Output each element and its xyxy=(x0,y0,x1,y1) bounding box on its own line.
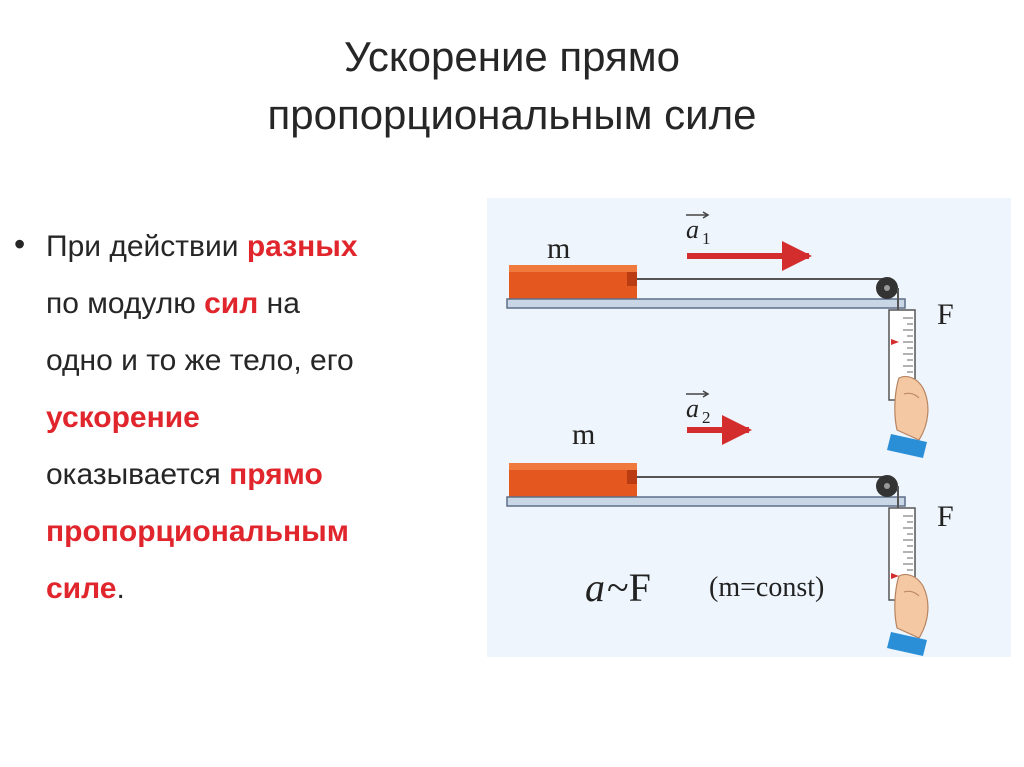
hand xyxy=(887,375,929,458)
highlight-different: разных xyxy=(246,230,358,263)
setup-top: m a 1 xyxy=(506,211,954,458)
bullet-point: • При действии разных по модулю сил на о… xyxy=(14,218,484,617)
setup-bottom: m a 2 xyxy=(506,390,954,656)
text-run: на xyxy=(258,287,300,320)
highlight-acceleration: ускорение xyxy=(46,401,200,434)
mass-label: m xyxy=(572,418,595,451)
mass-label: m xyxy=(547,232,570,265)
text-run: оказывается xyxy=(46,458,230,491)
bullet-dot: • xyxy=(14,226,26,262)
title-line-1: Ускорение прямо xyxy=(343,33,681,80)
accel-letter: a xyxy=(686,394,699,423)
block-hook xyxy=(627,272,637,286)
force-label: F xyxy=(937,500,954,533)
highlight-proportional: пропорциональным xyxy=(46,515,349,548)
formula-a: a xyxy=(585,565,605,610)
block-hook xyxy=(627,470,637,484)
sleeve xyxy=(887,434,927,458)
formula-tilde-f: ~F xyxy=(607,565,651,610)
highlight-force: силе xyxy=(46,572,117,605)
highlight-directly: прямо xyxy=(229,458,323,491)
block-highlight xyxy=(509,265,637,272)
text-run: При действии xyxy=(46,230,247,263)
text-run: . xyxy=(116,572,125,605)
acceleration-label: a 1 xyxy=(686,211,711,248)
accel-letter: a xyxy=(686,215,699,244)
experiment-svg: m a 1 xyxy=(506,211,954,656)
accel-subscript: 1 xyxy=(702,229,711,248)
title-line-2: пропорциональным силе xyxy=(267,91,757,138)
pulley-axle xyxy=(884,285,890,291)
bullet-text: При действии разных по модулю сил на одн… xyxy=(46,218,484,617)
bullet-line-7: силе. xyxy=(46,560,484,617)
table-rail xyxy=(506,496,906,507)
force-label: F xyxy=(937,298,954,331)
bullet-line-4: ускорение xyxy=(46,389,484,446)
experiment-illustration: m a 1 xyxy=(487,198,1011,657)
block-highlight xyxy=(509,463,637,470)
formula: a ~F (m=const) xyxy=(585,565,824,610)
text-run: по модулю xyxy=(46,287,205,320)
pulley-axle xyxy=(884,483,890,489)
accel-subscript: 2 xyxy=(702,408,711,427)
acceleration-label: a 2 xyxy=(686,390,711,427)
bullet-line-5: оказывается прямо xyxy=(46,446,484,503)
slide-title: Ускорение прямо пропорциональным силе xyxy=(0,28,1024,144)
sleeve xyxy=(887,632,927,656)
formula-condition: (m=const) xyxy=(709,572,824,603)
bullet-line-1: При действии разных xyxy=(46,218,484,275)
bullet-line-2: по модулю сил на xyxy=(46,275,484,332)
text-run: одно и то же тело, его xyxy=(46,344,354,377)
highlight-forces: сил xyxy=(204,287,259,320)
bullet-line-3: одно и то же тело, его xyxy=(46,332,484,389)
bullet-line-6: пропорциональным xyxy=(46,503,484,560)
hand xyxy=(887,573,929,656)
table-rail xyxy=(506,298,906,309)
